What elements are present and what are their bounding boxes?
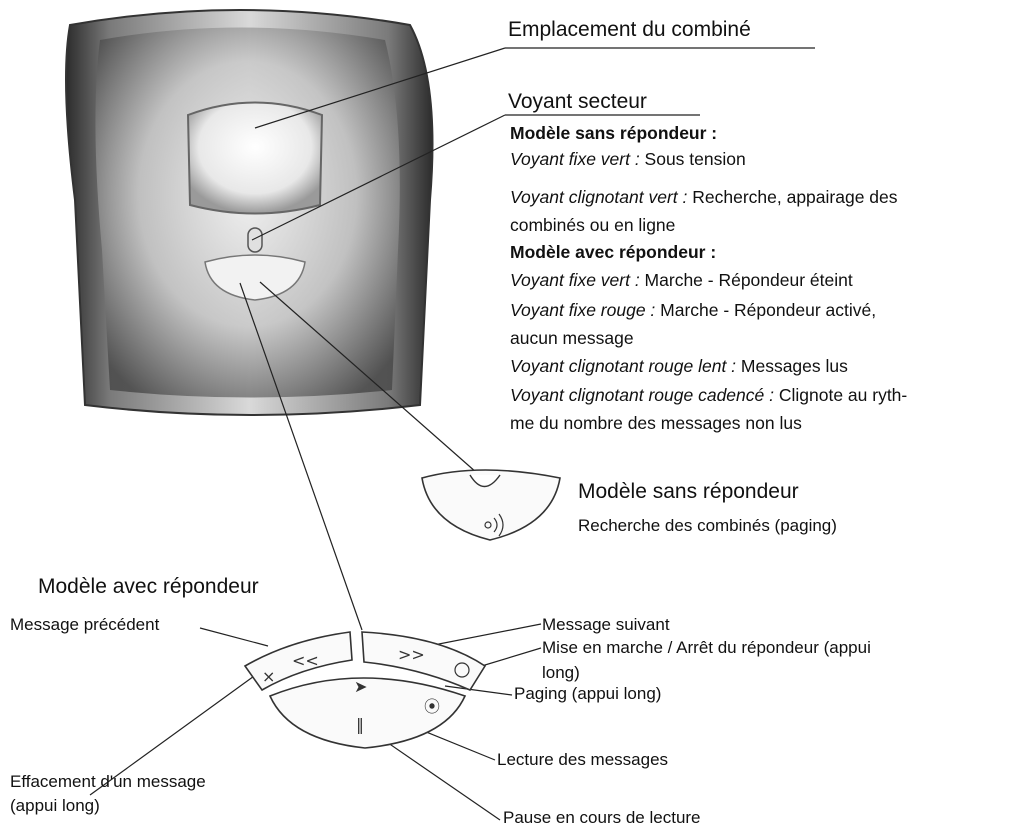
label-pause: Pause en cours de lecture (503, 808, 701, 827)
desc-a4-key: Voyant clignotant rouge cadencé : (510, 385, 774, 405)
desc-line-a3: Voyant clignotant rouge lent : Messages … (510, 356, 848, 377)
label-sans-title: Modèle sans répondeur (578, 480, 799, 503)
label-msg-prec: Message précédent (10, 615, 160, 634)
desc-a2-key: Voyant fixe rouge : (510, 300, 656, 320)
desc-a3-val: Messages lus (736, 356, 848, 376)
label-msg-suiv: Message suivant (542, 615, 670, 634)
desc-a1-val: Marche - Répondeur éteint (639, 270, 853, 290)
label-mise-marche-2: long) (542, 663, 580, 682)
desc-s2-val: Recherche, appairage des (687, 187, 898, 207)
desc-line-a4: Voyant clignotant rouge cadencé : Cligno… (510, 385, 907, 406)
desc-line-a2: Voyant fixe rouge : Marche - Répondeur a… (510, 300, 876, 321)
svg-text:×: × (262, 667, 275, 686)
keypad-icons: << >> × ➤ ⦿ ‖ (262, 645, 470, 734)
base-station (65, 9, 434, 416)
desc-a1-key: Voyant fixe vert : (510, 270, 640, 290)
label-avec-title: Modèle avec répondeur (38, 575, 259, 598)
svg-text:>>: >> (398, 645, 425, 664)
desc-a4-val: Clignote au ryth- (773, 385, 908, 405)
desc-s2-cont: combinés ou en ligne (510, 215, 676, 235)
label-voyant-secteur: Voyant secteur (508, 90, 647, 113)
desc-a2-val: Marche - Répondeur activé, (655, 300, 877, 320)
desc-line-a1: Voyant fixe vert : Marche - Répondeur ét… (510, 270, 853, 291)
led-indicator (247, 227, 263, 253)
label-paging: Paging (appui long) (514, 684, 662, 703)
desc-a4-cont: me du nombre des messages non lus (510, 413, 802, 433)
desc-s1-val: Sous tension (639, 149, 746, 169)
svg-text:⦿: ⦿ (424, 697, 440, 716)
paging-button-sans (421, 469, 561, 541)
keypad-avec (243, 631, 487, 749)
label-emplacement: Emplacement du combiné (508, 18, 751, 41)
svg-text:<<: << (292, 651, 319, 670)
desc-sans-heading: Modèle sans répondeur : (510, 123, 718, 143)
desc-a3-key: Voyant clignotant rouge lent : (510, 356, 737, 376)
desc-s1-key: Voyant fixe vert : (510, 149, 640, 169)
desc-line-s1: Voyant fixe vert : Sous tension (510, 149, 746, 170)
label-effacement-2: (appui long) (10, 796, 100, 815)
desc-line-s2: Voyant clignotant vert : Recherche, appa… (510, 187, 898, 208)
callout-lines (89, 47, 815, 821)
svg-text:‖: ‖ (356, 715, 364, 734)
desc-avec-heading: Modèle avec répondeur : (510, 242, 717, 262)
desc-a2-cont: aucun message (510, 328, 634, 348)
svg-text:➤: ➤ (354, 677, 367, 696)
label-mise-marche-1: Mise en marche / Arrêt du répondeur (app… (542, 638, 871, 657)
label-effacement-1: Effacement d'un message (10, 772, 206, 791)
label-lecture: Lecture des messages (497, 750, 669, 769)
desc-s2-key: Voyant clignotant vert : (510, 187, 688, 207)
label-sans-desc: Recherche des combinés (paging) (578, 516, 837, 535)
